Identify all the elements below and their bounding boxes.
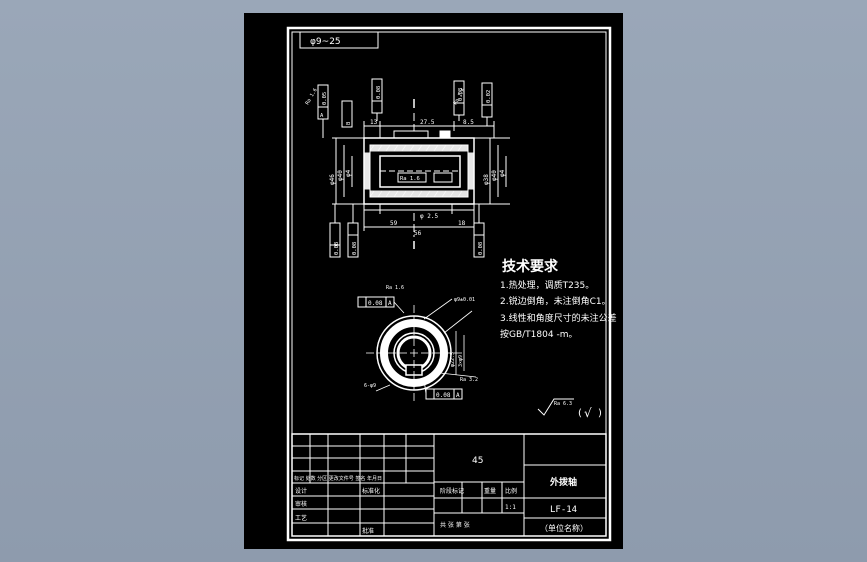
tech-line-2: 2.锐边倒角，未注倒角C1。 (500, 295, 611, 307)
dim-right-3: φ4 (499, 169, 506, 177)
gdt-top-3: 0.08 (458, 88, 464, 101)
label-scale: 比例 (505, 487, 517, 495)
roughness-symbol-icon (537, 398, 574, 416)
dim-27-5: 27.5 (420, 119, 435, 126)
gdt-bot-3: 0.08 (478, 242, 484, 255)
sec-label-bot: 6-φ9 (364, 383, 376, 389)
revision-row-labels: 标记 处数 分区 更改文件号 签名 年月日 (294, 475, 382, 482)
unit-name: （单位名称） (540, 523, 588, 533)
drawing-number: LF-14 (550, 505, 577, 515)
dim-13: 13 (370, 119, 378, 126)
sec-tol-top: 0.08 (368, 300, 383, 307)
dim-8-5: 8.5 (463, 119, 474, 126)
main-view-labels: 27.5 8.5 13 59 18 56 φ 2.5 Ra 1.6 φ46 φ4… (305, 87, 506, 237)
label-review: 审核 (295, 500, 307, 508)
dim-left-2: φ40 (337, 170, 344, 181)
sec-datum-top: A (388, 300, 392, 307)
material: 45 (472, 456, 483, 466)
tech-title: 技术要求 (502, 258, 559, 275)
section-view (357, 296, 477, 403)
label-tag-box (299, 31, 379, 49)
roughness-paren-open: ( (578, 408, 582, 419)
sec-ra-side: Ra 3.2 (460, 377, 478, 383)
roughness-value: Ra 6.3 (554, 401, 572, 407)
sec-label-top: φ9±0.01 (454, 297, 475, 303)
sec-dim-right-2: 3×φ9 (458, 355, 464, 367)
sec-datum-bot: A (456, 392, 460, 399)
roughness-paren-close: ) (598, 408, 602, 419)
drawing-canvas: φ9~25 (286, 26, 617, 542)
tech-line-3: 3.线性和角度尺寸的未注公差 (500, 312, 617, 324)
scale-value: 1:1 (505, 504, 516, 511)
label-stage: 阶段标记 (440, 487, 464, 495)
sec-ra-top: Ra 1.6 (386, 285, 404, 291)
gdt-labels: 0.05 B 0.08 0.08 0.02 0.08 0.08 0.08 A (320, 86, 492, 255)
label-tag: φ9~25 (310, 37, 341, 47)
tech-requirements: 技术要求 1.热处理，调质T235。 2.锐边倒角，未注倒角C1。 3.线性和角… (500, 258, 617, 340)
label-standard: 标准化 (362, 487, 380, 495)
ra-top-left: Ra 1.6 (305, 87, 319, 106)
gdt-bot-2: 0.08 (352, 242, 358, 255)
gdt-datum-b: B (346, 121, 352, 125)
tech-line-1: 1.热处理，调质T235。 (500, 279, 594, 291)
title-block (291, 433, 607, 537)
label-approve: 批准 (362, 527, 374, 535)
gdt-bot-1: 0.08 (334, 242, 340, 255)
tech-line-4: 按GB/T1804 -m。 (500, 328, 577, 340)
label-weight: 重量 (484, 487, 496, 495)
label-design: 设计 (295, 487, 307, 495)
dim-bore: φ 2.5 (420, 213, 438, 220)
dim-59: 59 (390, 220, 398, 227)
sec-tol-bot: 0.08 (436, 392, 451, 399)
sheet-count: 共 张 第 张 (440, 521, 470, 529)
gdt-top-4: 0.02 (486, 90, 492, 103)
mid-datum-label: Ra 1.6 (400, 176, 420, 182)
part-name: 外拨轴 (549, 476, 577, 488)
dim-left-1: φ46 (329, 174, 336, 185)
section-view-labels: 0.08 A 0.08 A Ra 1.6 Ra 3.2 φ9±0.01 6-φ9… (364, 285, 478, 399)
gdt-datum-a: A (320, 113, 324, 119)
dim-56: 56 (414, 230, 422, 237)
roughness-check-icon: √ (584, 406, 592, 420)
inner-frame (286, 26, 612, 542)
dim-right-2: φ40 (491, 170, 498, 181)
main-view (332, 99, 510, 249)
sec-dim-right-1: φ22.5 (450, 352, 456, 367)
drawing-sheet: φ9~25 (244, 13, 623, 549)
dim-left-3: φ4 (345, 169, 352, 177)
gdt-frames (317, 78, 493, 258)
gdt-top-2: 0.08 (376, 86, 382, 99)
title-block-texts: 45 外拨轴 LF-14 （单位名称） 标记 处数 分区 更改文件号 签名 年月… (294, 456, 588, 535)
gdt-top-1: 0.05 (322, 92, 328, 105)
dim-18: 18 (458, 220, 466, 227)
dim-right-1: φ38 (483, 174, 490, 185)
label-process: 工艺 (295, 514, 307, 522)
